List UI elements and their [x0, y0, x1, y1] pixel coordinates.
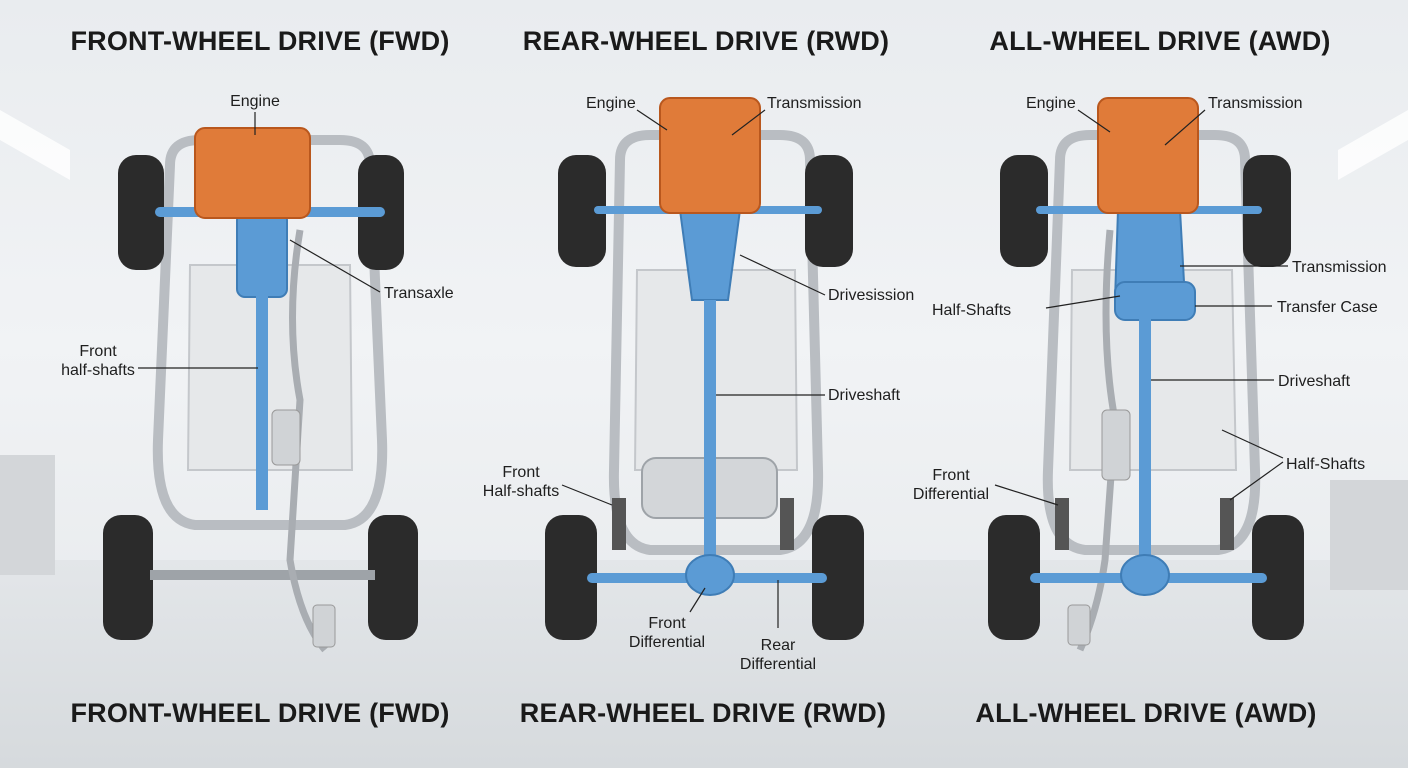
- fwd-panel: [103, 112, 418, 653]
- awd-bottom-title: ALL-WHEEL DRIVE (AWD): [975, 698, 1317, 728]
- awd-shock-left: [1055, 498, 1069, 550]
- rwd-transmission-label: Transmission: [767, 95, 862, 112]
- rwd-rear-differential-label: Rear Differential: [739, 637, 817, 673]
- awd-tire-rear-right: [1252, 515, 1304, 640]
- fwd-tire-rear-right: [368, 515, 418, 640]
- awd-transfer-case-label: Transfer Case: [1277, 299, 1378, 316]
- rwd-transmission-leader: [731, 109, 766, 136]
- rwd-front-half-shafts-label: Front Half-shafts: [482, 464, 560, 500]
- rwd-halfshaft-leader: [561, 484, 613, 506]
- awd-rear-half-shafts-leader-a: [1221, 429, 1284, 459]
- rwd-panel: [545, 97, 864, 640]
- rwd-drivesission-leader: [739, 254, 826, 296]
- awd-muffler: [1101, 409, 1131, 481]
- rwd-tire-front-left: [558, 155, 606, 267]
- awd-engine-leader: [1077, 109, 1111, 133]
- awd-tire-rear-left: [988, 515, 1040, 640]
- fwd-driveshaft: [256, 295, 268, 510]
- rwd-top-title: REAR-WHEEL DRIVE (RWD): [522, 26, 890, 56]
- awd-panel: [988, 97, 1304, 652]
- fwd-tire-rear-left: [103, 515, 153, 640]
- awd-rear-half-shafts-leader-b: [1229, 461, 1284, 501]
- rwd-front-differential-label: Front Differential: [628, 615, 706, 651]
- awd-transmission-top-leader: [1164, 109, 1206, 146]
- awd-transmission-label: Transmission: [1292, 259, 1387, 276]
- awd-tire-front-left: [1000, 155, 1048, 267]
- awd-tire-front-right: [1243, 155, 1291, 267]
- awd-half-shafts-leader: [1045, 295, 1121, 309]
- workbench-right: [1330, 480, 1408, 590]
- rwd-tire-rear-left: [545, 515, 597, 640]
- fwd-front-half-shafts-label: Front half-shafts: [61, 343, 135, 379]
- fwd-transaxle: [236, 211, 288, 298]
- fwd-engine-label: Engine: [230, 93, 280, 110]
- rwd-tire-rear-right: [812, 515, 864, 640]
- rwd-shock-right: [780, 498, 794, 550]
- fwd-tire-front-left: [118, 155, 164, 270]
- fwd-engine: [194, 127, 311, 219]
- fwd-rear-axle: [150, 570, 375, 580]
- awd-transfer-case: [1114, 281, 1196, 321]
- ceiling-light-right: [1338, 110, 1408, 180]
- rwd-front-diff-leader: [689, 587, 706, 613]
- fwd-exhaust: [286, 229, 328, 653]
- rwd-driveshaft-label: Driveshaft: [828, 387, 901, 404]
- rwd-engine: [659, 97, 761, 214]
- awd-front-differential-label: Front Differential: [912, 467, 990, 503]
- awd-rear-half-shafts-label: Half-Shafts: [1286, 456, 1366, 473]
- awd-top-title: ALL-WHEEL DRIVE (AWD): [989, 26, 1331, 56]
- awd-transmission-top-label: Transmission: [1208, 95, 1303, 112]
- fwd-top-title: FRONT-WHEEL DRIVE (FWD): [70, 26, 450, 56]
- rwd-shock-left: [612, 498, 626, 550]
- awd-engine: [1097, 97, 1199, 214]
- awd-tail-muffler: [1067, 604, 1091, 646]
- awd-driveshaft: [1139, 318, 1151, 558]
- fwd-transaxle-label: Transaxle: [384, 285, 454, 302]
- rwd-engine-label: Engine: [586, 95, 636, 112]
- rwd-rear-differential: [685, 554, 735, 596]
- workbench-left: [0, 455, 55, 575]
- rwd-tire-front-right: [805, 155, 853, 267]
- fwd-transaxle-leader: [289, 239, 381, 293]
- awd-front-diff-leader: [994, 484, 1059, 506]
- fwd-muffler: [271, 409, 301, 466]
- awd-rear-differential: [1120, 554, 1170, 596]
- rwd-driveshaft: [704, 300, 716, 555]
- fwd-bottom-title: FRONT-WHEEL DRIVE (FWD): [70, 698, 450, 728]
- rwd-engine-leader: [636, 109, 668, 131]
- fwd-tail-muffler: [312, 604, 336, 648]
- awd-engine-label: Engine: [1026, 95, 1076, 112]
- awd-shock-right: [1220, 498, 1234, 550]
- rwd-drivesission-label: Drivesission: [828, 287, 915, 304]
- rwd-bottom-title: REAR-WHEEL DRIVE (RWD): [519, 698, 887, 728]
- ceiling-light-left: [0, 110, 70, 180]
- awd-half-shafts-label: Half-Shafts: [932, 302, 1012, 319]
- awd-driveshaft-label: Driveshaft: [1278, 373, 1351, 390]
